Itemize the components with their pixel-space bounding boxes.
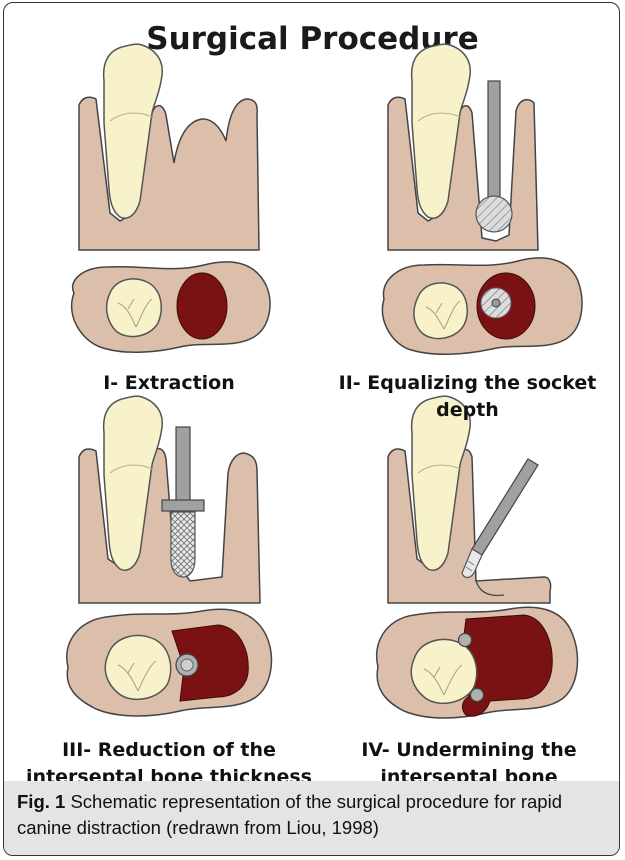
- alveolar-bone-side-view: [388, 97, 538, 250]
- label-line: I- Extraction: [49, 370, 289, 397]
- alveolar-bone-occlusal-view: [72, 262, 270, 352]
- panel-1-extraction: [72, 44, 270, 352]
- extraction-socket: [177, 273, 227, 339]
- chisel-instrument: [472, 459, 538, 555]
- figure-caption: Fig. 1 Schematic representation of the s…: [4, 781, 620, 856]
- figure-frame: Surgical Procedure: [3, 2, 620, 856]
- round-bur-head: [476, 196, 512, 232]
- panel-1-label: I- Extraction: [49, 370, 289, 397]
- canine-crown-occlusal: [107, 279, 162, 337]
- bur-collar: [162, 500, 204, 511]
- canine-crown-occlusal: [105, 636, 170, 700]
- round-bur-shank: [488, 81, 500, 199]
- panel-2-equalizing: [382, 44, 582, 354]
- canine-crown-occlusal: [414, 283, 467, 339]
- chisel-entry-distal: [471, 689, 484, 702]
- label-line: IV- Undermining the: [334, 737, 604, 764]
- chisel-entry-mesial: [459, 634, 472, 647]
- cylindrical-bur-shank: [176, 427, 190, 501]
- canine-crown-occlusal: [411, 640, 476, 704]
- label-line: III- Reduction of the: [24, 737, 314, 764]
- caption-label: Fig. 1: [17, 791, 65, 812]
- cylindrical-bur-head: [171, 512, 195, 577]
- panel-2-label: II- Equalizing the socket depth: [314, 370, 620, 424]
- panel-3-reduction: [67, 396, 272, 716]
- panel-4-undermining: [377, 396, 578, 718]
- caption-text: Schematic representation of the surgical…: [17, 791, 562, 838]
- label-line: II- Equalizing the socket depth: [314, 370, 620, 424]
